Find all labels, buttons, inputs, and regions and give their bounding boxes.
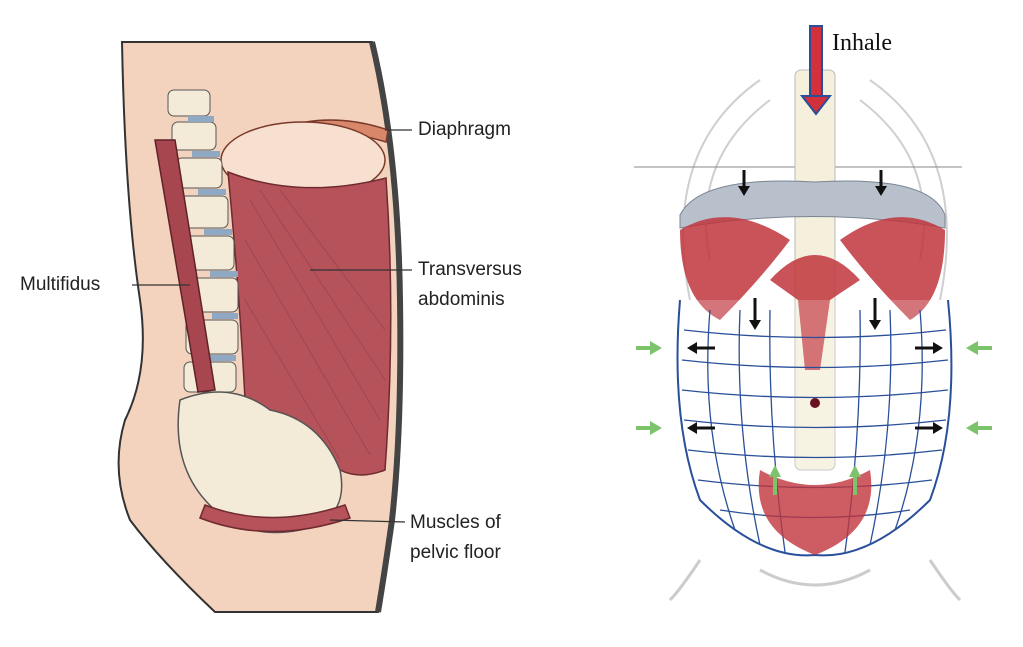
diaphragm-dome	[679, 180, 946, 229]
multifidus-muscle	[154, 139, 216, 393]
lateral-torso-illustration	[117, 41, 412, 613]
leader-lines	[132, 129, 412, 523]
transversus-abdominis-muscle	[227, 170, 392, 476]
center-point	[810, 398, 820, 408]
label-transversus-line1: Transversus	[418, 259, 522, 280]
pelvic-floor-muscle	[199, 504, 351, 533]
pelvic-floor-muscles	[758, 470, 872, 555]
diaphragm-crura	[770, 255, 860, 370]
label-diaphragm: Diaphragm	[418, 119, 511, 140]
diaphragm-muscle-right	[840, 217, 945, 320]
label-multifidus: Multifidus	[20, 274, 101, 295]
label-pelvic-line2: pelvic floor	[410, 542, 501, 563]
front-torso-illustration	[634, 25, 992, 602]
black-down-arrows-icon	[738, 170, 887, 330]
green-inward-arrows-icon	[636, 341, 992, 495]
front-abdominal-wall	[369, 41, 404, 613]
rib-cage	[682, 79, 948, 301]
diaphragm-muscle-left	[680, 217, 790, 320]
pelvis-bones	[668, 559, 962, 602]
black-outward-arrows-icon	[687, 342, 943, 434]
label-inhale: Inhale	[832, 30, 892, 56]
label-transversus-line2: abdominis	[418, 289, 505, 310]
muscle-fibers	[244, 189, 386, 461]
label-pelvic-line1: Muscles of	[410, 512, 501, 533]
inhale-arrow-icon	[799, 25, 833, 116]
